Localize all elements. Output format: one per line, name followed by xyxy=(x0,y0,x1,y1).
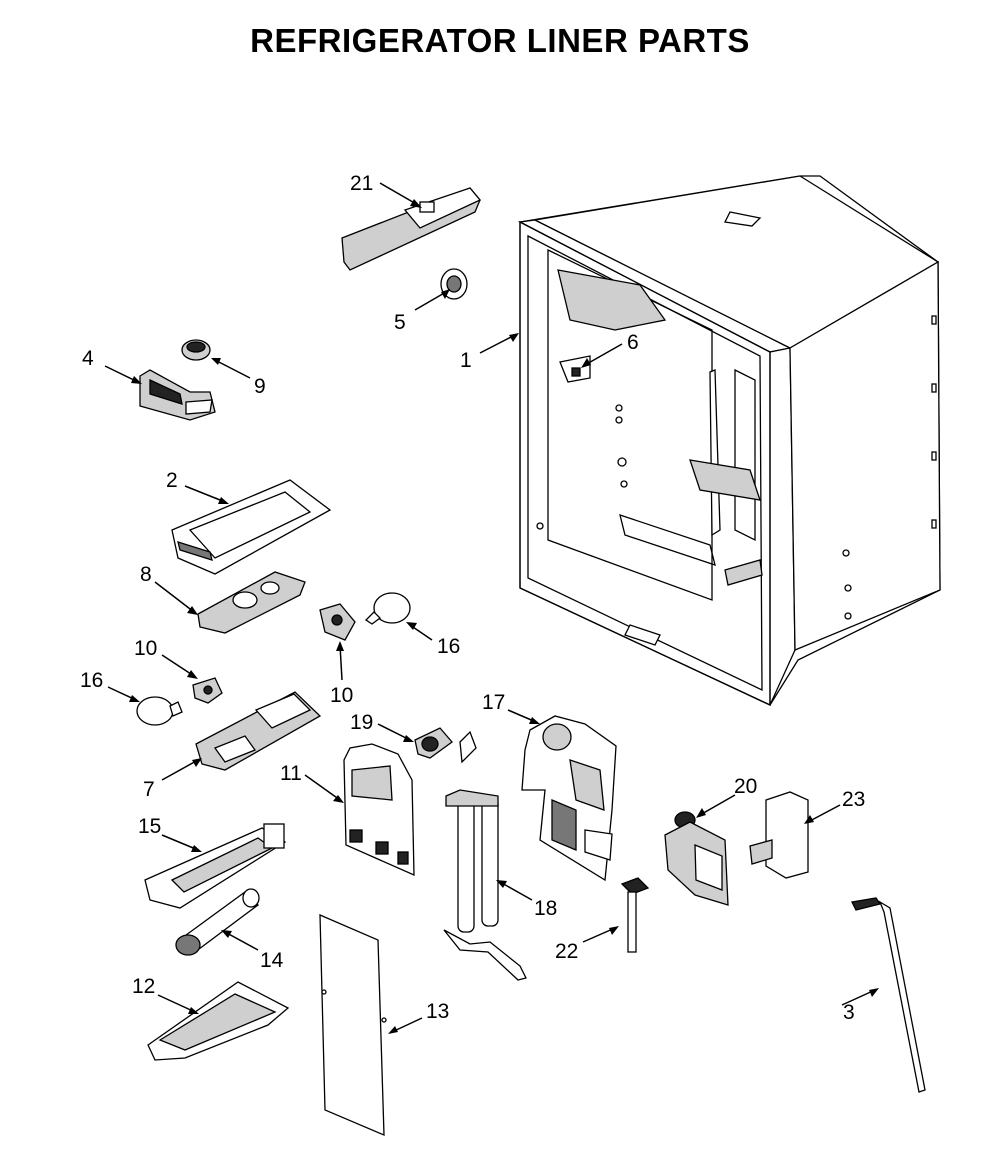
part-4-lamp-housing[interactable] xyxy=(139,369,216,421)
callout-3: 3 xyxy=(843,1001,855,1024)
part-10-socket-upper[interactable] xyxy=(319,603,356,641)
part-8-lens[interactable] xyxy=(197,571,306,634)
part-17-ice-maker[interactable] xyxy=(521,715,617,882)
callout-9: 9 xyxy=(254,375,266,398)
part-11-housing[interactable] xyxy=(343,743,415,877)
callout-23: 23 xyxy=(842,788,866,811)
callout-2: 2 xyxy=(166,469,178,492)
callout-10-upper: 10 xyxy=(330,684,354,707)
part-16-bulb-upper[interactable] xyxy=(364,592,411,625)
callout-14: 14 xyxy=(260,949,284,972)
part-12-tray[interactable] xyxy=(147,981,290,1061)
part-22-bracket[interactable] xyxy=(620,877,650,953)
part-19-fitting[interactable] xyxy=(414,727,453,759)
part-18-water-tank[interactable] xyxy=(443,730,527,981)
callout-1: 1 xyxy=(460,349,472,372)
part-1-liner[interactable] xyxy=(517,175,941,707)
part-10-socket-lower[interactable] xyxy=(192,677,223,704)
callout-16-lower: 16 xyxy=(80,669,104,692)
callout-12: 12 xyxy=(132,975,156,998)
part-9-lamp-socket[interactable] xyxy=(181,339,211,361)
callout-6: 6 xyxy=(627,331,639,354)
part-13-panel[interactable] xyxy=(319,914,387,1136)
callout-15: 15 xyxy=(138,815,162,838)
callout-17: 17 xyxy=(482,691,506,714)
callout-7: 7 xyxy=(143,778,155,801)
callout-20: 20 xyxy=(734,775,758,798)
part-20-water-valve[interactable] xyxy=(664,811,729,906)
part-6-bracket[interactable] xyxy=(559,355,591,383)
callout-19: 19 xyxy=(350,711,374,734)
diagram-title: REFRIGERATOR LINER PARTS xyxy=(250,22,750,59)
part-14-filter[interactable] xyxy=(175,888,260,956)
callout-4: 4 xyxy=(82,347,94,370)
callout-5: 5 xyxy=(394,311,406,334)
callout-18: 18 xyxy=(534,897,558,920)
part-21-vent-duct[interactable] xyxy=(341,187,482,271)
part-23-cover[interactable] xyxy=(749,791,809,879)
part-2-frame[interactable] xyxy=(171,479,332,575)
part-7-cover[interactable] xyxy=(195,691,322,771)
part-3-water-tube[interactable] xyxy=(851,897,926,1093)
callout-11: 11 xyxy=(280,762,302,785)
callout-13: 13 xyxy=(426,1000,450,1023)
callout-arrows xyxy=(104,182,879,1034)
part-16-bulb-lower[interactable] xyxy=(136,696,183,726)
callout-16-upper: 16 xyxy=(437,635,461,658)
callout-21: 21 xyxy=(350,172,374,195)
callout-22: 22 xyxy=(555,940,579,963)
callout-8: 8 xyxy=(140,563,152,586)
part-15-auger[interactable] xyxy=(144,823,287,909)
callout-10-lower: 10 xyxy=(134,637,158,660)
